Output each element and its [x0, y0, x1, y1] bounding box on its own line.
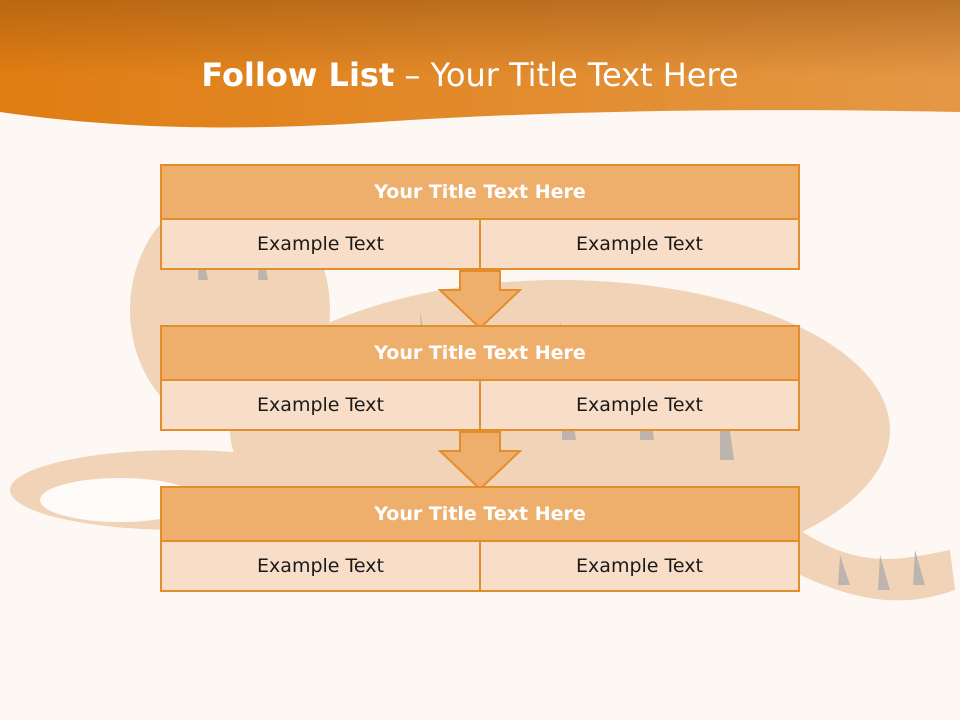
down-arrow-icon [438, 431, 522, 491]
slide-title: Follow List – Your Title Text Here [0, 56, 940, 94]
slide-title-rest: – Your Title Text Here [394, 56, 739, 94]
step-cell-left: Example Text [162, 542, 481, 590]
step-row: Example Text Example Text [160, 542, 800, 592]
step-cell-right: Example Text [481, 220, 798, 268]
down-arrow-icon [438, 270, 522, 330]
step-box-2: Your Title Text Here Example Text Exampl… [160, 325, 800, 431]
step-title: Your Title Text Here [160, 486, 800, 542]
step-box-1: Your Title Text Here Example Text Exampl… [160, 164, 800, 270]
step-row: Example Text Example Text [160, 381, 800, 431]
step-cell-left: Example Text [162, 381, 481, 429]
step-title: Your Title Text Here [160, 325, 800, 381]
step-box-3: Your Title Text Here Example Text Exampl… [160, 486, 800, 592]
step-row: Example Text Example Text [160, 220, 800, 270]
header-wave-band [0, 0, 960, 128]
step-cell-left: Example Text [162, 220, 481, 268]
step-cell-right: Example Text [481, 542, 798, 590]
slide-title-bold: Follow List [201, 56, 395, 94]
step-title: Your Title Text Here [160, 164, 800, 220]
step-cell-right: Example Text [481, 381, 798, 429]
